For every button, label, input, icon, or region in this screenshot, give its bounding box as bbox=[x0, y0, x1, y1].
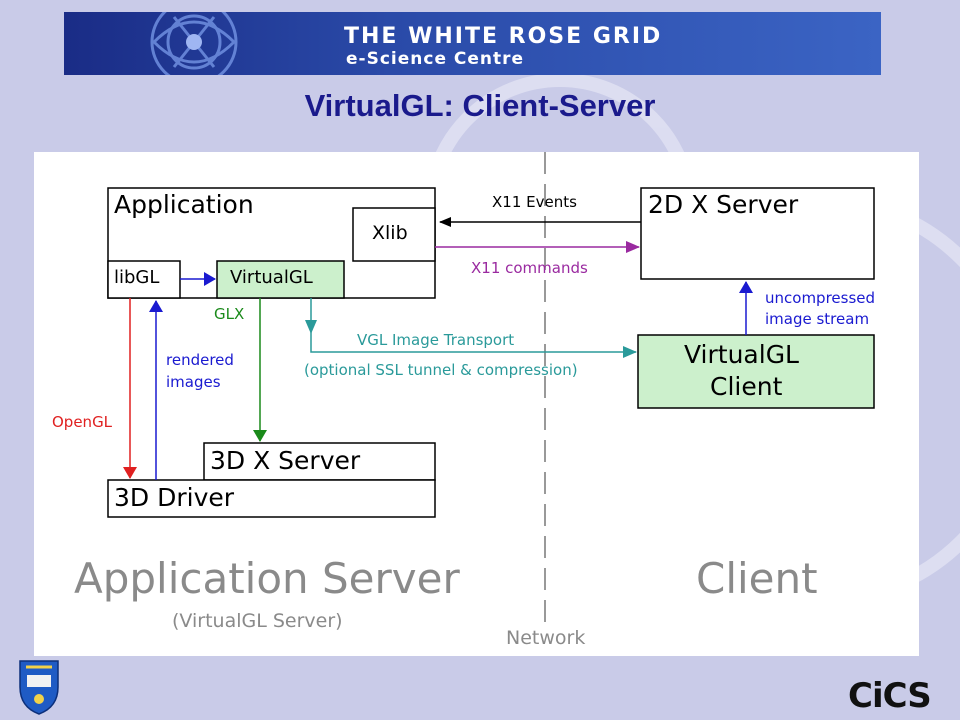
virtualgl-client-label-1: VirtualGL bbox=[684, 340, 799, 369]
virtualgl-box bbox=[216, 260, 345, 299]
x11-events-label: X11 Events bbox=[492, 193, 577, 211]
x-server-2d-label: 2D X Server bbox=[648, 190, 799, 219]
x-server-2d-box bbox=[640, 187, 875, 280]
x-server-3d-label: 3D X Server bbox=[210, 446, 361, 475]
libgl-label: libGL bbox=[114, 267, 160, 288]
cics-logo: CiCS bbox=[848, 676, 932, 716]
server-region-label: Application Server bbox=[74, 554, 460, 603]
vgl-transport-note: (optional SSL tunnel & compression) bbox=[304, 361, 578, 379]
driver-3d-box bbox=[107, 479, 436, 518]
teal-arrowhead-down bbox=[305, 320, 317, 334]
rendered-images-label-1: rendered bbox=[166, 351, 234, 369]
opengl-label: OpenGL bbox=[52, 413, 113, 431]
vgl-transport-arrow bbox=[310, 298, 637, 358]
virtualgl-client-label-2: Client bbox=[710, 372, 783, 401]
application-label: Application bbox=[114, 190, 254, 219]
network-label: Network bbox=[506, 627, 586, 649]
header-banner: THE WHITE ROSE GRID e-Science Centre bbox=[64, 12, 881, 75]
virtualgl-client-box bbox=[637, 334, 875, 409]
uncompressed-label-1: uncompressed bbox=[765, 289, 876, 307]
diagram-panel: Application Xlib libGL VirtualGL 3D X Se… bbox=[34, 152, 919, 656]
driver-3d-label: 3D Driver bbox=[114, 483, 235, 512]
vgl-transport-label: VGL Image Transport bbox=[357, 331, 515, 349]
glx-label: GLX bbox=[214, 305, 245, 323]
uncompressed-label-2: image stream bbox=[765, 310, 870, 328]
server-region-sublabel: (VirtualGL Server) bbox=[172, 610, 343, 632]
x-server-3d-box bbox=[203, 442, 436, 481]
virtualgl-label: VirtualGL bbox=[230, 267, 313, 288]
banner-subtitle: e-Science Centre bbox=[346, 49, 525, 69]
university-crest-icon bbox=[19, 660, 59, 715]
slide-title: VirtualGL: Client-Server bbox=[304, 88, 656, 123]
rose-logo-icon bbox=[150, 12, 238, 75]
xlib-label: Xlib bbox=[372, 222, 408, 244]
diagram-canvas bbox=[107, 152, 875, 632]
xlib-box bbox=[352, 207, 436, 262]
rendered-images-label-2: images bbox=[166, 373, 221, 391]
x11-commands-label: X11 commands bbox=[471, 259, 588, 277]
banner-title: THE WHITE ROSE GRID bbox=[344, 24, 663, 49]
client-region-label: Client bbox=[696, 554, 818, 603]
